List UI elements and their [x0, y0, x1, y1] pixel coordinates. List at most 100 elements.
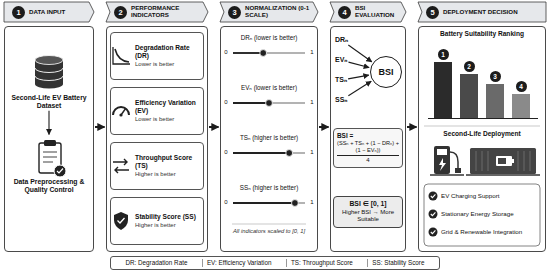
gauge-icon — [119, 113, 122, 116]
flow-arrow — [348, 45, 371, 62]
panel-body — [4, 26, 94, 252]
slider-fill — [233, 152, 289, 154]
database-icon — [35, 56, 63, 65]
step-panel: Second-Life EV Battery DatasetData Prepr… — [4, 2, 94, 252]
indicator-card: Throughput Score (TS)Higher is better — [110, 142, 204, 190]
scale-label: TSₙ (higher is better) — [222, 134, 316, 142]
step-header-band — [220, 2, 318, 22]
legend-item: EV: Efficiency Variation — [202, 259, 276, 267]
battery-symbol — [498, 158, 506, 164]
charger-icon — [437, 149, 447, 155]
check-icon — [431, 194, 436, 197]
formula-box: BSI =(SSₙ + TSₙ + (1 − DRₙ) + (1 − EVₙ))… — [333, 128, 403, 168]
input-symbol: DRₙ — [335, 36, 348, 44]
scale-tick: 0 — [222, 199, 230, 206]
checklist-box — [424, 184, 540, 246]
scale-tick: 0 — [222, 149, 230, 156]
flow-arrow — [48, 111, 49, 135]
clipboard-icon — [44, 140, 56, 146]
charger-icon — [450, 152, 458, 169]
scale-tick: 1 — [308, 49, 316, 56]
degradation-icon — [115, 49, 129, 62]
deployment-option: Stationary Energy Storage — [441, 210, 537, 217]
step-panel: DRₙEVₙTSₙSSₙ BSI BSI =(SSₙ + TSₙ + (1 − DR… — [330, 2, 406, 252]
scale-label: SSₙ (higher is better) — [222, 184, 316, 192]
storage-container-icon — [466, 174, 540, 176]
check-icon — [429, 210, 438, 219]
legend-item: TS: Throughput Score — [286, 259, 357, 267]
result-note: Higher BSI → More Suitable — [337, 209, 399, 223]
slider-fill — [233, 202, 295, 204]
indicator-note: Lower is better — [135, 61, 200, 68]
ranking-bar — [434, 62, 452, 118]
battery-symbol — [496, 156, 512, 166]
indicator-name: Throughput Score (TS) — [135, 154, 200, 169]
indicator-note: Higher is better — [135, 222, 200, 229]
indicator-name: Efficiency Variation (EV) — [135, 99, 200, 114]
flow-arrow — [348, 62, 369, 67]
battery-symbol — [512, 159, 514, 163]
legend-text: EV: Efficiency Variation — [207, 259, 272, 267]
input-symbol: SSₙ — [335, 96, 348, 104]
throughput-icon — [113, 159, 129, 173]
legend-text: TS: Throughput Score — [291, 259, 353, 267]
section-heading: Second-Life Deployment — [422, 130, 542, 138]
step-header-band — [330, 2, 406, 22]
normalized-input: SSₙ — [335, 96, 348, 104]
scale-tick: 1 — [308, 199, 316, 206]
slider-fill — [233, 52, 263, 54]
step-number: 2 — [114, 6, 127, 19]
rank-number: 4 — [516, 81, 527, 92]
storage-container-icon — [476, 151, 530, 171]
step-arrow — [95, 126, 105, 128]
slider-knob — [286, 150, 293, 157]
scale-tick: 1 — [308, 149, 316, 156]
scale-label: EVₙ (lower is better) — [222, 84, 316, 92]
formula-denominator: 4 — [337, 156, 399, 164]
flow-arrow — [348, 81, 371, 95]
input-symbol: EVₙ — [335, 56, 348, 64]
step-title: DEPLOYMENT DECISION — [443, 2, 541, 22]
divider-line — [424, 126, 540, 127]
step-title: BSI EVALUATION — [355, 2, 401, 22]
degradation-icon — [113, 47, 130, 64]
slider-knob — [266, 100, 273, 107]
indicator-name: Stability Score (SS) — [135, 213, 200, 221]
indicator-name: Degradation Rate (DR) — [135, 44, 200, 59]
legend: DR: Degradation Rate EV: Efficiency Varia… — [110, 256, 440, 270]
rank-number: 2 — [464, 61, 475, 72]
bsi-circle: BSI — [370, 56, 402, 88]
data-item: Data Preprocessing & Quality Control — [8, 136, 90, 194]
database-icon — [35, 68, 63, 81]
slider-track — [233, 52, 305, 54]
legend-item: SS: Stability Score — [367, 259, 428, 267]
input-symbol: TSₙ — [335, 76, 347, 84]
step-arrow — [319, 126, 329, 128]
result-range: BSI ∈ [0, 1] — [337, 200, 399, 208]
indicator-card: Efficiency Variation (EV)Lower is better — [110, 87, 204, 135]
shield-icon — [118, 218, 125, 223]
deployment-option: EV Charging Support — [441, 192, 537, 199]
step-title: NORMALIZATION (0-1 SCALE) — [245, 2, 313, 22]
check-badge — [54, 165, 66, 177]
step-panel: Degradation Rate (DR) Lower is betterEffi… — [106, 2, 208, 252]
legend-text: DR: Degradation Rate — [125, 259, 187, 267]
divider-line — [232, 224, 306, 225]
result-box: BSI ∈ [0, 1]Higher BSI → More Suitable — [333, 196, 403, 228]
check-icon — [429, 192, 438, 201]
check-icon — [431, 230, 436, 233]
step-number: 4 — [338, 6, 351, 19]
legend-item: DR: Degradation Rate — [121, 259, 191, 267]
slider-track — [233, 152, 305, 154]
scale-tick: 1 — [308, 99, 316, 106]
charger-icon — [439, 158, 446, 171]
charger-icon — [430, 174, 464, 176]
step-arrow — [407, 126, 417, 128]
step-header-band — [4, 2, 94, 22]
normalized-input: TSₙ — [335, 76, 347, 84]
slider-knob — [292, 200, 299, 207]
rank-number: 1 — [438, 49, 449, 60]
step-number: 3 — [228, 6, 241, 19]
slider-fill — [233, 102, 269, 104]
step-title: PERFORMANCE INDICATORS — [131, 2, 203, 22]
